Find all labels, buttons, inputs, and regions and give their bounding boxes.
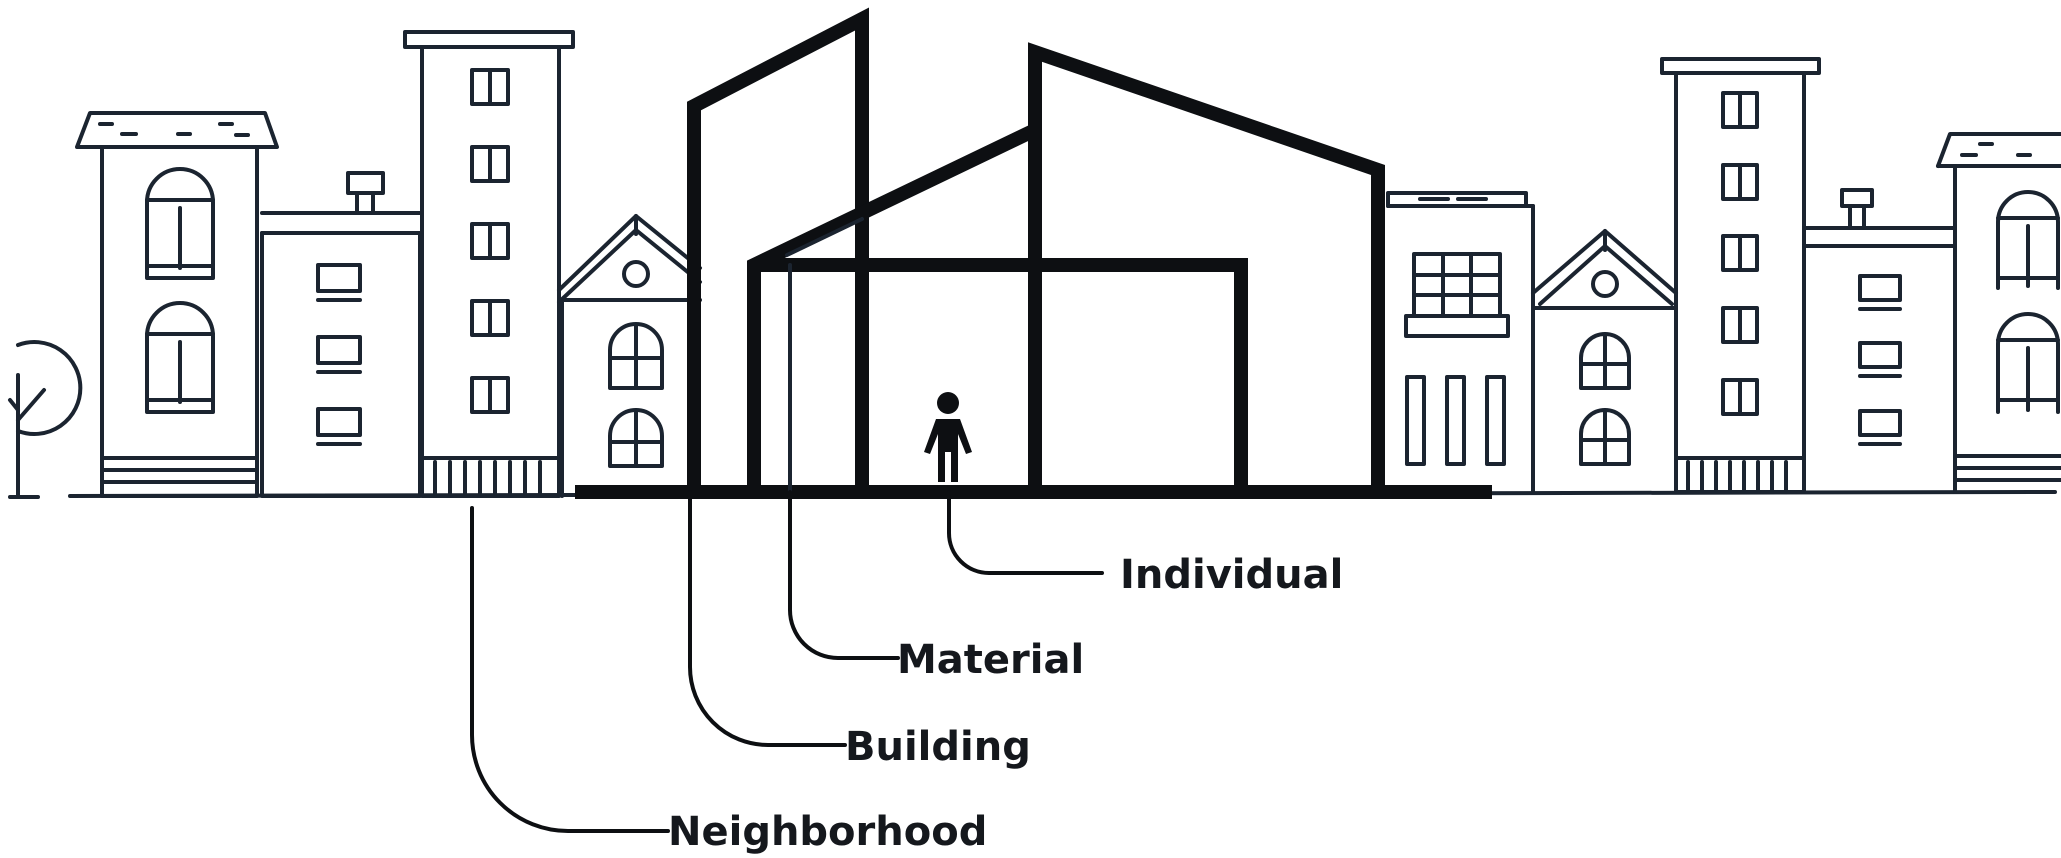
- window: [145, 167, 215, 280]
- house-left-2: [260, 171, 422, 498]
- house-right-3: [1802, 188, 1957, 494]
- tree-icon: [8, 340, 83, 499]
- label-individual: Individual: [1120, 552, 1343, 598]
- house-left-1: [75, 111, 279, 498]
- leader-material: [788, 490, 900, 660]
- label-material: Material: [897, 637, 1084, 683]
- leader-neighborhood: [470, 506, 670, 833]
- leader-individual: [947, 490, 1104, 575]
- house-right-4: [1936, 132, 2061, 494]
- leader-building: [688, 490, 847, 747]
- house-right-2: [1531, 229, 1678, 466]
- label-building: Building: [845, 724, 1031, 770]
- house-right-1: [1386, 191, 1535, 494]
- central-building: [575, 7, 1492, 499]
- house-left-3: [557, 214, 702, 498]
- label-neighborhood: Neighborhood: [668, 809, 987, 855]
- tower-left: [403, 30, 575, 498]
- window: [145, 301, 215, 414]
- person-icon: [924, 392, 972, 482]
- tower-right: [1660, 57, 1821, 494]
